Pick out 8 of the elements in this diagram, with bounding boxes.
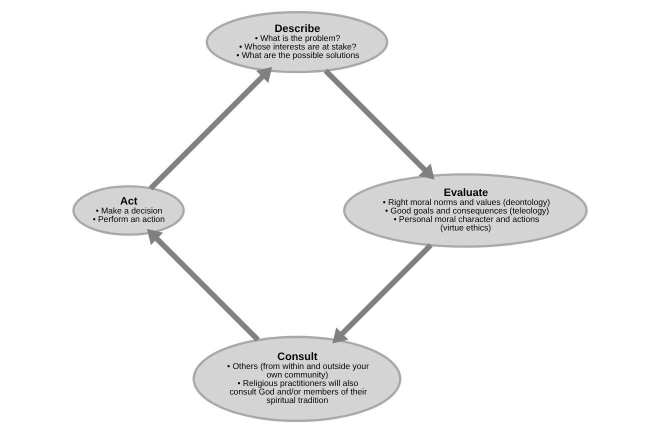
arrow xyxy=(332,242,433,343)
node-ellipse: Act • Make a decision • Perform an action xyxy=(72,184,185,236)
arrow xyxy=(147,228,260,342)
node-ellipse: Evaluate • Right moral norms and values (deontology) • Good goals and consequences (teleology) • Personal moral character and actions (virtue ethics) xyxy=(343,172,588,248)
arrow xyxy=(148,66,272,190)
node-ellipse: Consult • Others (from within and outside your own community) • Religious practitioners will also consult God and/or members of their spiritual tradition xyxy=(192,335,402,422)
arrow xyxy=(324,68,434,180)
node-ellipse: Describe • What is the problem? • Whose interests are at stake? • What are the possible solutions xyxy=(206,10,388,73)
